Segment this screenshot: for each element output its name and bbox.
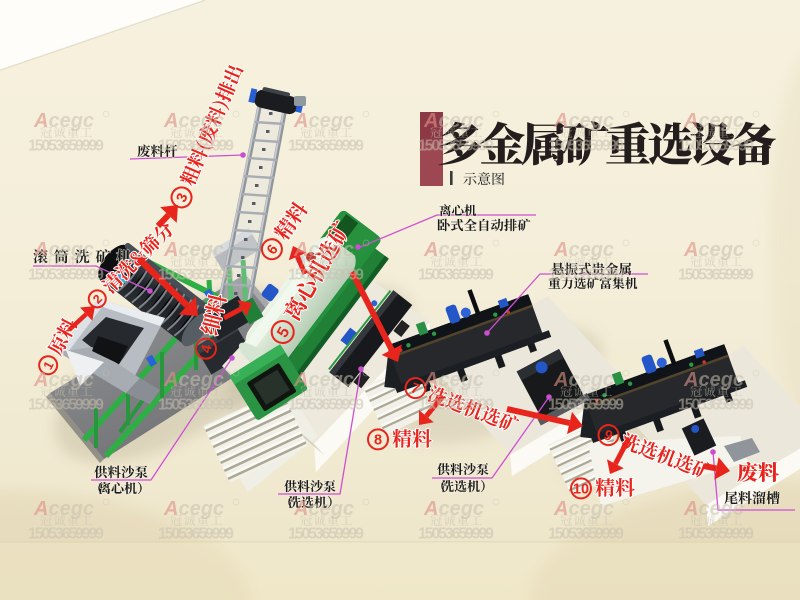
svg-text:10: 10 xyxy=(573,482,589,498)
svg-text:4: 4 xyxy=(198,343,215,355)
svg-text:8: 8 xyxy=(374,433,382,449)
